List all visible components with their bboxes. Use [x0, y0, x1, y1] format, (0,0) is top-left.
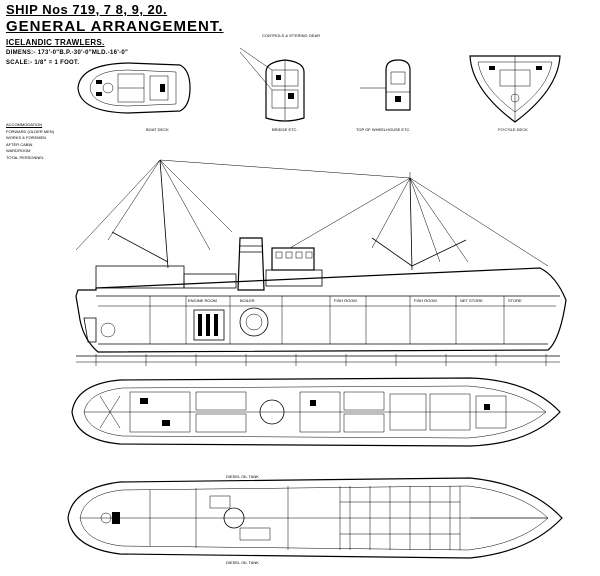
- drawing-title: GENERAL ARRANGEMENT.: [6, 18, 224, 35]
- dimensions: DIMENS:- 173'-0"B.P.-30'-0"MLD.-16'-0": [6, 50, 129, 56]
- tank-label: DIESEL OIL TANK: [226, 560, 259, 565]
- accommodation-row: WARDROOM: [6, 148, 31, 154]
- foc-sle-deck-label: FO'C'SLE DECK: [498, 127, 528, 132]
- frame-label: FISH ROOM: [334, 298, 357, 303]
- boat-deck-label: BOAT DECK: [146, 127, 169, 132]
- scale: SCALE:- 1/8" = 1 FOOT.: [6, 60, 80, 66]
- wheelhouse-top-plan: [360, 59, 411, 111]
- boat-deck-plan: [77, 62, 191, 114]
- wheelhouse-label: TOP OF WHEELHOUSE ETC.: [356, 127, 411, 132]
- accommodation-row: TOTAL PERSONNEL: [6, 154, 45, 160]
- bridge-note: CONTROLS & ST'ERING GEAR: [262, 33, 321, 38]
- accommodation-row: AFTER CABIN: [6, 141, 33, 147]
- hull-profile: [75, 267, 567, 353]
- vessel-class: ICELANDIC TRAWLERS.: [6, 38, 105, 47]
- fore-mast: [409, 177, 413, 271]
- aft-mast: [159, 159, 169, 269]
- hold-plan: [67, 477, 563, 559]
- bridge-plan: [239, 47, 305, 122]
- ship-number-title: SHIP Nos 719, 7 8, 9, 20.: [6, 2, 168, 17]
- main-deck-plan: [71, 377, 561, 447]
- frame-label: STORE: [508, 298, 522, 303]
- frame-label: NET STORE: [460, 298, 483, 303]
- frame-label: BOILER: [240, 298, 255, 303]
- accommodation-table: ACCOMMODATION FORWARD (OLDER MEN) WORKS …: [6, 122, 54, 162]
- frame-ticks: [95, 354, 547, 366]
- bridge-label: BRIDGE ETC.: [272, 127, 298, 132]
- wheelhouse-profile: [271, 247, 315, 271]
- profile-elevation: [75, 159, 567, 363]
- frame-label: FISH ROOM: [414, 298, 437, 303]
- tank-label: DIESEL OIL TANK: [226, 474, 259, 479]
- accommodation-row: WORKS & FOREMEN: [6, 135, 47, 141]
- accommodation-row: FORWARD (OLDER MEN): [6, 128, 54, 134]
- foc-sle-deck-plan: [469, 55, 561, 123]
- funnel: [237, 237, 265, 291]
- accommodation-heading: ACCOMMODATION: [6, 122, 43, 127]
- frame-label: ENGINE ROOM: [188, 298, 217, 303]
